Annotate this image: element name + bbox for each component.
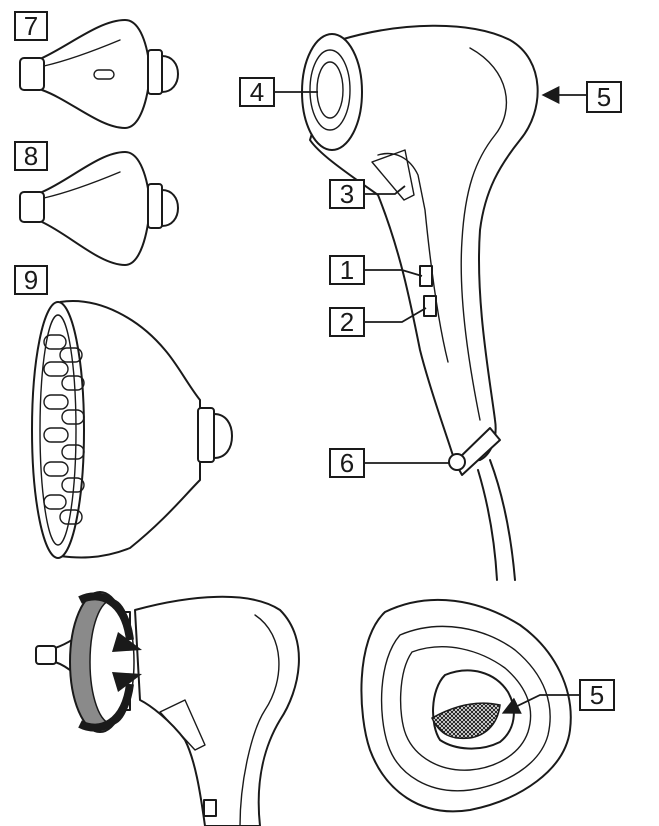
callout-7: 7	[14, 11, 48, 41]
svg-text:4: 4	[250, 77, 264, 107]
svg-text:9: 9	[24, 265, 38, 295]
svg-text:5: 5	[590, 680, 604, 710]
callout-3: 3	[329, 179, 406, 209]
diffuser-prongs	[43, 334, 85, 525]
hanging-loop	[448, 453, 466, 471]
button-2	[423, 295, 437, 317]
callout-8: 8	[14, 141, 48, 171]
nozzle-rotation-illustration	[35, 591, 300, 826]
svg-text:8: 8	[24, 141, 38, 171]
svg-text:5: 5	[597, 82, 611, 112]
svg-text:7: 7	[24, 11, 38, 41]
svg-text:1: 1	[340, 255, 354, 285]
filter-mesh	[431, 702, 501, 740]
callout-5: 5	[541, 81, 622, 113]
concentrator-nozzle-7	[19, 19, 179, 129]
svg-text:2: 2	[340, 307, 354, 337]
svg-text:6: 6	[340, 448, 354, 478]
callout-1: 1	[329, 255, 423, 285]
svg-text:3: 3	[340, 179, 354, 209]
callout-5-detail: 5	[501, 679, 615, 714]
rear-filter-detail	[360, 598, 572, 813]
hair-dryer-main	[301, 24, 539, 581]
concentrator-nozzle-8	[19, 151, 179, 266]
callout-9: 9	[14, 265, 48, 295]
callout-4: 4	[239, 77, 318, 107]
callout-6: 6	[329, 448, 449, 478]
callout-2: 2	[329, 307, 427, 337]
diffuser-attachment-9	[31, 300, 233, 559]
